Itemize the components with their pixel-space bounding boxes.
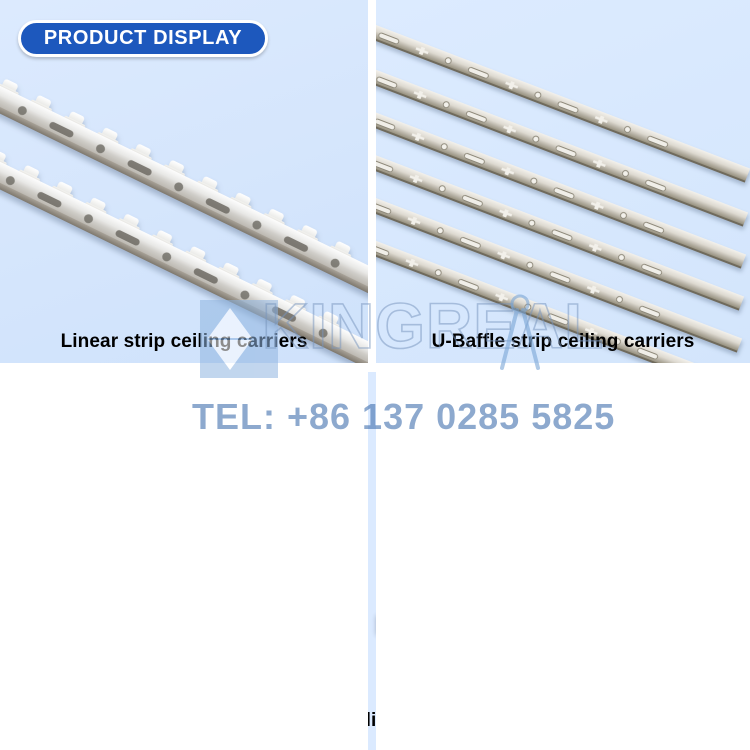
product-display-badge: PRODUCT DISPLAY: [18, 20, 268, 57]
panel-ubaffle-strip-carriers[interactable]: U-Baffle strip ceiling carriers: [376, 0, 750, 363]
panel-linear-strip-carriers[interactable]: PRODUCT DISPLAY Linear strip ceiling car…: [0, 0, 368, 363]
grid-gap-horizontal: [0, 372, 368, 750]
grid-gap-center: [376, 363, 750, 372]
grid-gap-horizontal: [368, 363, 376, 372]
grid-gap-vertical: [376, 372, 750, 750]
grid-gap-vertical: [368, 0, 376, 363]
grid-gap-vertical: [0, 363, 368, 372]
panel-linear-strip-ceiling[interactable]: Linear strip ceiling and carriers: [368, 372, 376, 750]
panel-caption: U-Baffle strip ceiling carriers: [431, 331, 695, 352]
badge-label: PRODUCT DISPLAY: [43, 27, 243, 49]
panel-caption: Linear strip ceiling carriers: [60, 331, 308, 352]
panel-caption: Linear strip ceiling and carriers: [368, 710, 376, 731]
